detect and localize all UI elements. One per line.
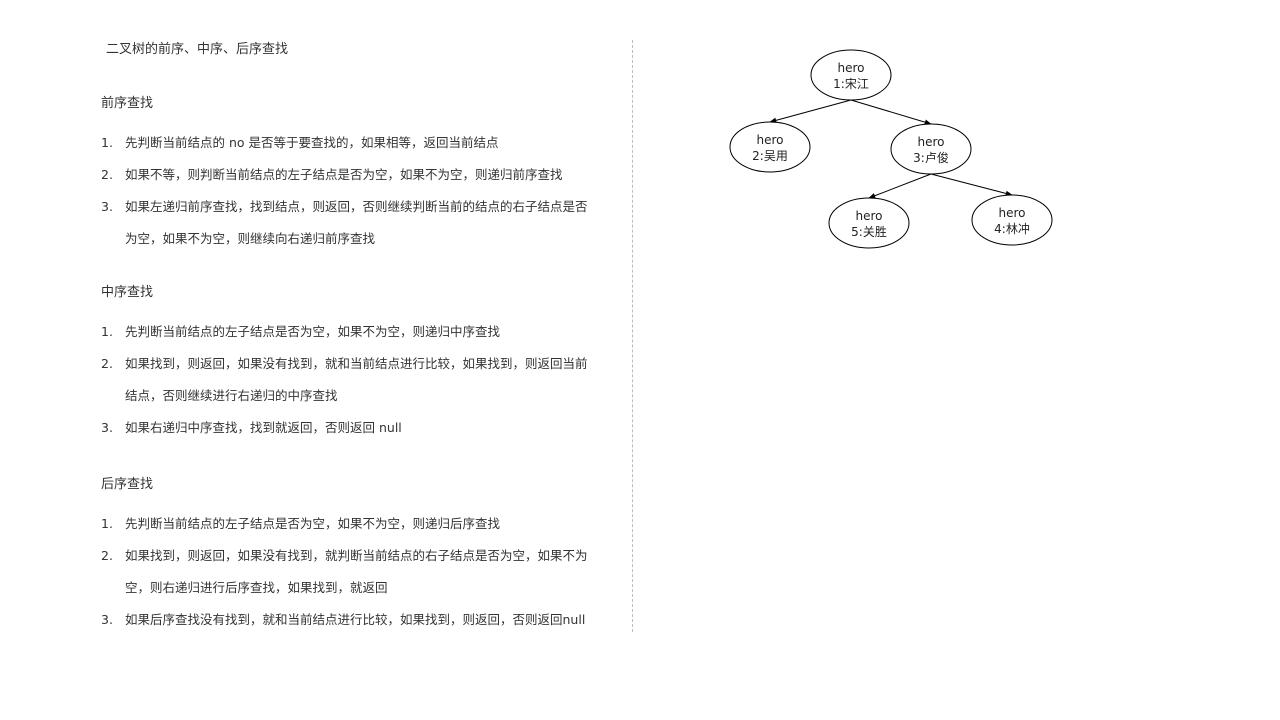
step-number: 2. [101, 167, 113, 182]
step-text: 如果不等，则判断当前结点的左子结点是否为空，如果不为空，则递归前序查找 [125, 167, 563, 182]
step-number: 3. [101, 420, 113, 435]
preorder-section: 前序查找 1. 先判断当前结点的 no 是否等于要查找的，如果相等，返回当前结点… [101, 95, 601, 255]
step-number: 1. [101, 324, 113, 339]
step-text: 如果右递归中序查找，找到就返回，否则返回 null [125, 420, 402, 435]
inorder-step-2: 2. 如果找到，则返回，如果没有找到，就和当前结点进行比较，如果找到，则返回当前… [101, 348, 601, 412]
postorder-section: 后序查找 1. 先判断当前结点的左子结点是否为空，如果不为空，则递归后序查找 2… [101, 476, 601, 636]
step-text: 先判断当前结点的 no 是否等于要查找的，如果相等，返回当前结点 [125, 135, 499, 150]
node-ellipse [810, 49, 892, 101]
step-text: 先判断当前结点的左子结点是否为空，如果不为空，则递归中序查找 [125, 324, 501, 339]
node-label-line2: 2:吴用 [752, 149, 788, 163]
node-ellipse [890, 123, 972, 175]
node-label-line1: hero [856, 209, 883, 223]
step-number: 2. [101, 548, 113, 563]
step-number: 1. [101, 516, 113, 531]
node-ellipse [971, 194, 1053, 246]
node-label-line2: 5:关胜 [851, 224, 887, 239]
step-text: 如果左递归前序查找，找到结点，则返回，否则继续判断当前的结点的右子结点是否为空，… [125, 199, 588, 246]
text-panel: 二叉树的前序、中序、后序查找 前序查找 1. 先判断当前结点的 no 是否等于要… [101, 42, 601, 636]
node-label-line1: hero [838, 61, 865, 75]
postorder-heading: 后序查找 [101, 477, 154, 492]
preorder-heading: 前序查找 [101, 96, 154, 111]
edge-n1-n3 [850, 99, 932, 125]
node-ellipse [729, 121, 811, 173]
tree-edges [769, 99, 1013, 199]
postorder-steps: 1. 先判断当前结点的左子结点是否为空，如果不为空，则递归后序查找 2. 如果找… [101, 508, 601, 636]
step-text: 如果找到，则返回，如果没有找到，就和当前结点进行比较，如果找到，则返回当前结点，… [125, 356, 588, 403]
preorder-steps: 1. 先判断当前结点的 no 是否等于要查找的，如果相等，返回当前结点 2. 如… [101, 127, 601, 255]
postorder-step-1: 1. 先判断当前结点的左子结点是否为空，如果不为空，则递归后序查找 [101, 508, 601, 540]
node-ellipse [828, 197, 910, 249]
node-label-line1: hero [918, 135, 945, 149]
step-number: 3. [101, 199, 113, 214]
step-text: 先判断当前结点的左子结点是否为空，如果不为空，则递归后序查找 [125, 516, 501, 531]
inorder-step-1: 1. 先判断当前结点的左子结点是否为空，如果不为空，则递归中序查找 [101, 316, 601, 348]
dashed-divider [632, 40, 633, 632]
preorder-step-3: 3. 如果左递归前序查找，找到结点，则返回，否则继续判断当前的结点的右子结点是否… [101, 191, 601, 255]
step-text: 如果后序查找没有找到，就和当前结点进行比较，如果找到，则返回，否则返回null [125, 612, 586, 627]
step-number: 1. [101, 135, 113, 150]
edge-n3-n5 [868, 173, 932, 199]
node-label-line2: 4:林冲 [994, 221, 1030, 236]
step-number: 3. [101, 612, 113, 627]
step-number: 2. [101, 356, 113, 371]
inorder-steps: 1. 先判断当前结点的左子结点是否为空，如果不为空，则递归中序查找 2. 如果找… [101, 316, 601, 444]
node-label-line1: hero [999, 206, 1026, 220]
inorder-section: 中序查找 1. 先判断当前结点的左子结点是否为空，如果不为空，则递归中序查找 2… [101, 284, 601, 444]
node-label-line1: hero [757, 133, 784, 147]
postorder-step-2: 2. 如果找到，则返回，如果没有找到，就判断当前结点的右子结点是否为空，如果不为… [101, 540, 601, 604]
postorder-step-3: 3. 如果后序查找没有找到，就和当前结点进行比较，如果找到，则返回，否则返回nu… [101, 604, 601, 636]
step-text: 如果找到，则返回，如果没有找到，就判断当前结点的右子结点是否为空，如果不为空，则… [125, 548, 588, 595]
inorder-step-3: 3. 如果右递归中序查找，找到就返回，否则返回 null [101, 412, 601, 444]
tree-node-n2: hero 2:吴用 [729, 121, 811, 173]
preorder-step-1: 1. 先判断当前结点的 no 是否等于要查找的，如果相等，返回当前结点 [101, 127, 601, 159]
node-label-line2: 1:宋江 [833, 76, 869, 91]
preorder-step-2: 2. 如果不等，则判断当前结点的左子结点是否为空，如果不为空，则递归前序查找 [101, 159, 601, 191]
inorder-heading: 中序查找 [101, 285, 154, 300]
edge-n3-n4 [930, 173, 1013, 197]
edge-n1-n2 [769, 99, 852, 124]
node-label-line2: 3:卢俊 [913, 150, 949, 165]
page-title: 二叉树的前序、中序、后序查找 [106, 42, 289, 57]
